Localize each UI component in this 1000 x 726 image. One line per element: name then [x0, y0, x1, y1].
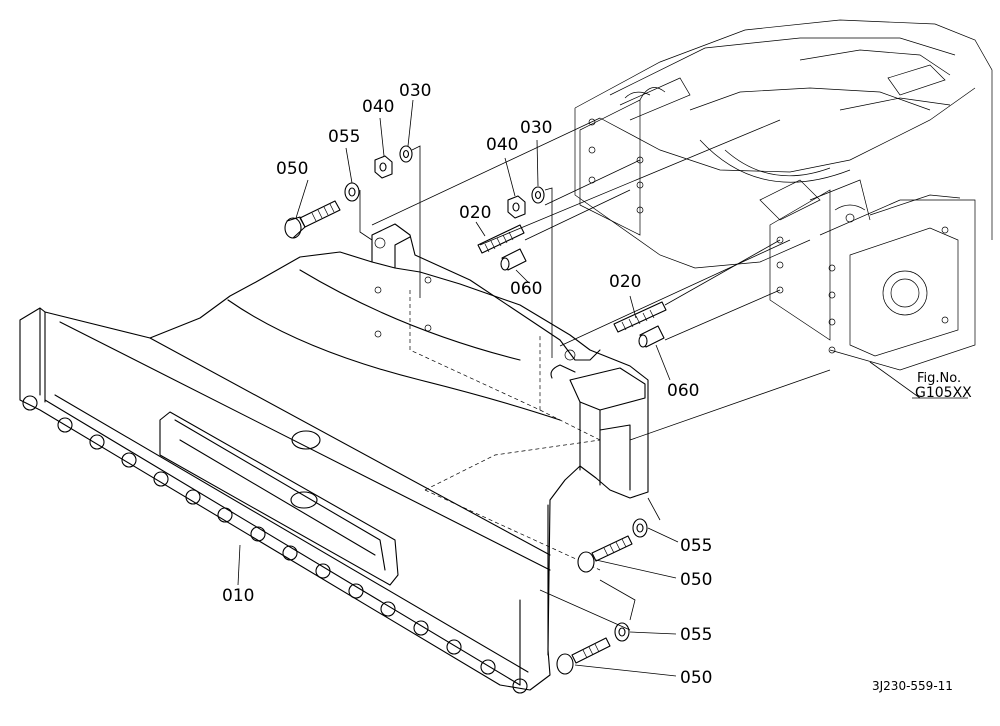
callout-010: 010	[222, 586, 254, 606]
lock-washer-030-upper-right	[531, 186, 545, 204]
callout-060-upper: 060	[510, 279, 542, 299]
callout-040-upper-right: 040	[486, 135, 518, 155]
fig-ref-label: Fig.No.	[917, 371, 961, 386]
callout-055-middle: 055	[680, 536, 712, 556]
bolt-050-lower	[556, 637, 611, 675]
stud-020-lower	[613, 301, 667, 333]
drawing-code: 3J230-559-11	[872, 679, 953, 693]
callout-020-upper: 020	[459, 203, 491, 223]
bolt-050-middle	[577, 535, 633, 573]
callout-055-lower: 055	[680, 625, 712, 645]
callout-050-upper: 050	[276, 159, 308, 179]
nut-040-upper-right	[507, 195, 526, 219]
callout-055-upper: 055	[328, 127, 360, 147]
callout-020-lower: 020	[609, 272, 641, 292]
bolt-050-upper	[284, 200, 341, 239]
callout-050-middle: 050	[680, 570, 712, 590]
washer-055-lower	[614, 622, 630, 642]
front-bracket-010	[19, 223, 649, 694]
stud-020-upper	[477, 224, 525, 254]
pin-060-lower	[638, 325, 665, 348]
pin-060-upper	[500, 248, 527, 271]
lock-washer-030-upper-left	[399, 145, 413, 163]
nut-040-upper-left	[374, 155, 393, 179]
callout-030-upper-left: 030	[399, 81, 431, 101]
callout-leaders	[237, 99, 968, 677]
callout-050-lower: 050	[680, 668, 712, 688]
washer-055-middle	[632, 518, 648, 538]
assembly-lines	[359, 117, 831, 631]
washer-055-upper	[344, 182, 360, 202]
callout-030-upper-right: 030	[520, 118, 552, 138]
callout-060-lower: 060	[667, 381, 699, 401]
callout-040-upper-left: 040	[362, 97, 394, 117]
fig-ref-number: G105XX	[915, 385, 972, 401]
frame-housing	[574, 19, 993, 371]
